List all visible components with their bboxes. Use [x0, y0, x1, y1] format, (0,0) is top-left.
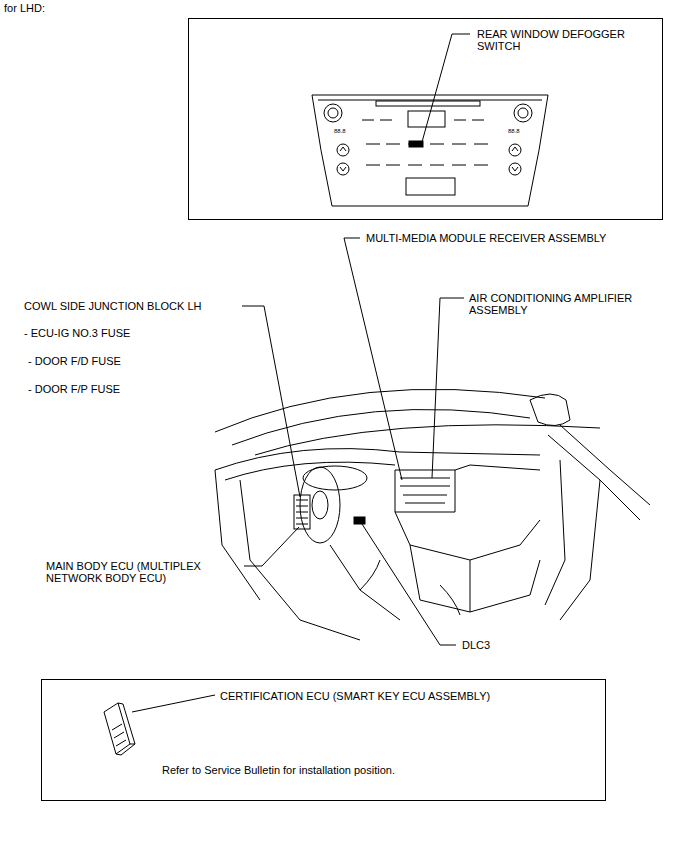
note-text: Refer to Service Bulletin for installati… [162, 764, 395, 776]
display-text: 88.8 [508, 128, 520, 135]
part-callout: REAR WINDOW DEFOGGER SWITCH [477, 28, 657, 52]
fuse-name: - DOOR F/P FUSE [28, 383, 120, 395]
fuse-name: - DOOR F/D FUSE [28, 355, 121, 367]
ecu-icon [104, 703, 135, 755]
fuse-name: - ECU-IG NO.3 FUSE [24, 327, 130, 339]
part-callout: COWL SIDE JUNCTION BLOCK LH [24, 300, 201, 312]
display-text: 88.8 [334, 128, 346, 135]
part-callout: AIR CONDITIONING AMPLIFIER ASSEMBLY [469, 292, 684, 316]
part-callout: MULTI-MEDIA MODULE RECEIVER ASSEMBLY [366, 232, 606, 244]
frame-box: REAR WINDOW DEFOGGER SWITCH [188, 18, 663, 220]
part-callout: DLC3 [462, 639, 490, 651]
interior-sketch [215, 389, 650, 640]
page-title: for LHD: [4, 2, 45, 14]
leader-line [422, 34, 470, 142]
frame-box: CERTIFICATION ECU (SMART KEY ECU ASSEMBL… [41, 679, 606, 801]
part-callout: MAIN BODY ECU (MULTIPLEX NETWORK BODY EC… [46, 560, 236, 584]
part-callout: CERTIFICATION ECU (SMART KEY ECU ASSEMBL… [220, 690, 490, 702]
